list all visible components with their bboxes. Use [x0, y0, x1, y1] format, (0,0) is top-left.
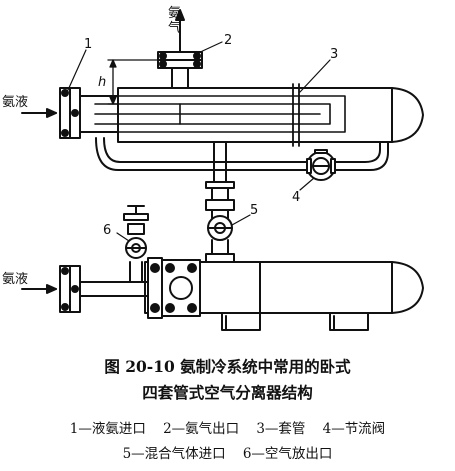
lower-riser-collar: [205, 253, 235, 263]
legend-item-2: 2—氨气出口: [163, 421, 240, 437]
figure-caption-line2: 四套管式空气分离器结构: [142, 383, 313, 402]
inner-casing-tubes: [94, 95, 346, 133]
gas-outlet-nozzle: [157, 9, 203, 89]
callout-leaders: [67, 41, 331, 246]
legend-row-1: 1—液氨进口 2—氨气出口 3—套管 4—节流阀: [0, 417, 455, 437]
label-ammonia-gas: 氨: [168, 6, 181, 21]
lower-inlet-flange: [59, 265, 149, 313]
upper-inlet-flange: [59, 87, 119, 139]
lower-supports: [221, 312, 369, 331]
upper-shell: [117, 87, 424, 143]
upper-inlet-arrow: [21, 108, 57, 118]
legend-item-6: 6—空气放出口: [242, 446, 333, 462]
mixed-gas-riser: [205, 141, 235, 201]
return-loop-pipe: [95, 137, 389, 171]
legend-item-4: 4—节流阀: [322, 421, 386, 437]
lower-inlet-arrow: [21, 284, 57, 294]
mixed-gas-inlet-valve: [205, 199, 235, 263]
throttle-valve: [306, 149, 336, 181]
label-liquid-ammonia-upper: 氨液: [2, 95, 28, 110]
lower-end-flange: [147, 257, 201, 319]
lower-shell: [144, 261, 424, 314]
callout-5: 5: [250, 203, 258, 218]
legend-item-1: 1—液氨进口: [69, 421, 146, 437]
legend-row-2: 5—混合气体进口 6—空气放出口: [0, 442, 455, 462]
legend-item-3: 3—套管: [256, 421, 306, 437]
figure-caption-line1: 图 20-10 氨制冷系统中常用的卧式: [104, 357, 351, 376]
separator-diagram: 氨 气 氨液 氨液 h 1 2 3 4 5 6: [2, 6, 424, 331]
label-liquid-ammonia-lower: 氨液: [2, 272, 28, 287]
air-release-valve: [123, 205, 149, 283]
callout-2: 2: [224, 33, 232, 48]
callout-3: 3: [330, 47, 338, 62]
label-ammonia-gas-2: 气: [168, 20, 181, 36]
casing-section-marker: [292, 83, 300, 147]
legend-item-5: 5—混合气体进口: [122, 446, 226, 462]
label-height: h: [98, 75, 106, 90]
callout-1: 1: [84, 37, 92, 52]
lower-view: [21, 205, 424, 331]
callout-4: 4: [292, 190, 300, 205]
figure-labels: 氨 气 氨液 氨液 h 1 2 3 4 5 6: [2, 6, 338, 287]
height-dimension: [107, 59, 159, 105]
upper-view: [21, 9, 424, 263]
callout-6: 6: [103, 223, 111, 238]
